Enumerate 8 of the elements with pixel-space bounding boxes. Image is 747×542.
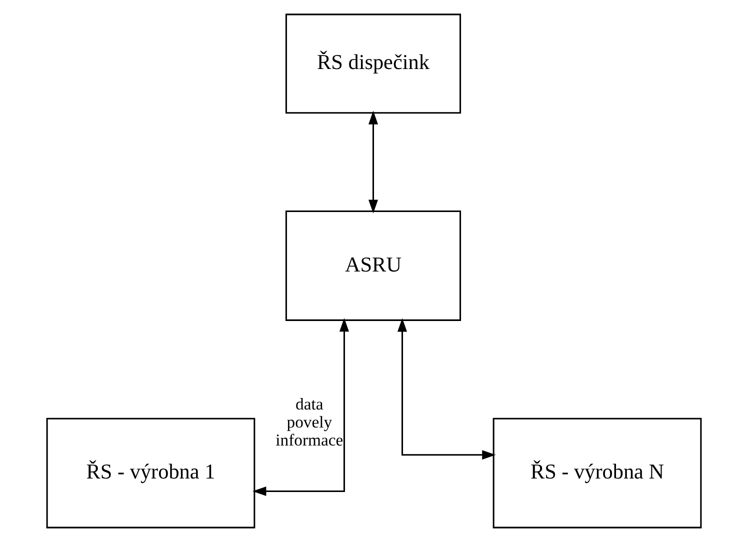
node-box: ŘS - výrobna N <box>492 418 702 528</box>
edge-label: data povely informace <box>275 394 343 450</box>
node-box: ŘS dispečink <box>284 14 461 114</box>
node-box: ŘS - výrobna 1 <box>46 418 255 528</box>
arrow <box>252 318 348 496</box>
arrow <box>396 318 496 460</box>
node-box: ASRU <box>284 210 461 321</box>
arrow <box>368 110 378 214</box>
